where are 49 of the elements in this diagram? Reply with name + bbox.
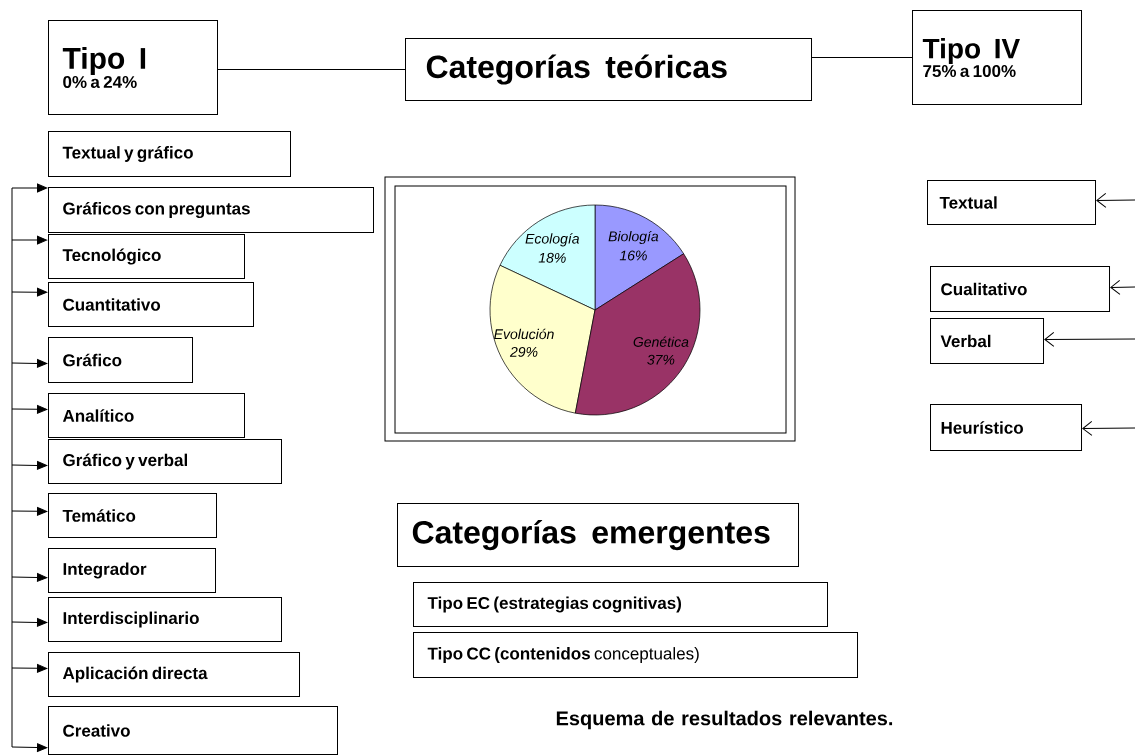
connector-line [217, 69, 406, 70]
category-box: Heurístico [930, 404, 1082, 451]
arrow [11, 618, 48, 627]
arrow [11, 404, 48, 414]
arrow [11, 359, 48, 368]
arrow [1082, 420, 1135, 436]
category-box: Tipo EC (estrategias cognitivas) [413, 582, 828, 627]
arrow [1044, 331, 1135, 347]
arrow [1096, 192, 1135, 208]
category-box: Temático [48, 493, 217, 538]
title-box: Tipo I 0% a 24% [48, 20, 218, 115]
category-box: Gráficos con preguntas [48, 187, 374, 233]
category-box: Cuantitativo [48, 282, 254, 327]
category-label: Ecología [525, 233, 580, 247]
caption: Esquema de resultados relevantes. [556, 710, 893, 730]
category-box: Integrador [48, 548, 216, 593]
category-box: Textual y gráfico [48, 131, 291, 177]
category-box: Aplicación directa [48, 652, 300, 697]
heading-box: Categorías teóricas [405, 38, 812, 101]
category-box: Textual [927, 180, 1096, 225]
title-box: Tipo IV 75% a 100% [912, 10, 1082, 105]
arrow [11, 461, 48, 470]
category-box: Creativo [48, 706, 338, 755]
arrow [11, 506, 48, 516]
category-box: Cualitativo [930, 266, 1110, 312]
category-label: Evolución [494, 328, 554, 340]
connector-line [811, 57, 913, 58]
value-label: 18% [538, 252, 566, 263]
connector-line [11, 187, 13, 748]
value-label: 16% [619, 250, 647, 261]
heading-box: Categorías emergentes [397, 503, 799, 567]
value-label: 29% [509, 346, 538, 357]
category-box: Tipo CC (contenidos conceptuales) [413, 632, 858, 678]
category-box: Verbal [930, 318, 1044, 364]
category-box: Tecnológico [48, 234, 245, 279]
category-box: Analítico [48, 393, 245, 438]
value-label: 37% [647, 354, 675, 365]
arrow [11, 743, 48, 752]
category-box: Interdisciplinario [48, 597, 282, 642]
arrow [11, 183, 48, 193]
category-label: Genética [633, 336, 689, 347]
arrow [1110, 279, 1135, 295]
category-box: Gráfico [48, 337, 193, 383]
arrow [11, 235, 48, 245]
category-box: Gráfico y verbal [48, 439, 282, 484]
arrow [11, 573, 48, 582]
arrow [11, 287, 48, 297]
category-label: Biología [608, 230, 659, 245]
arrow [11, 663, 48, 673]
